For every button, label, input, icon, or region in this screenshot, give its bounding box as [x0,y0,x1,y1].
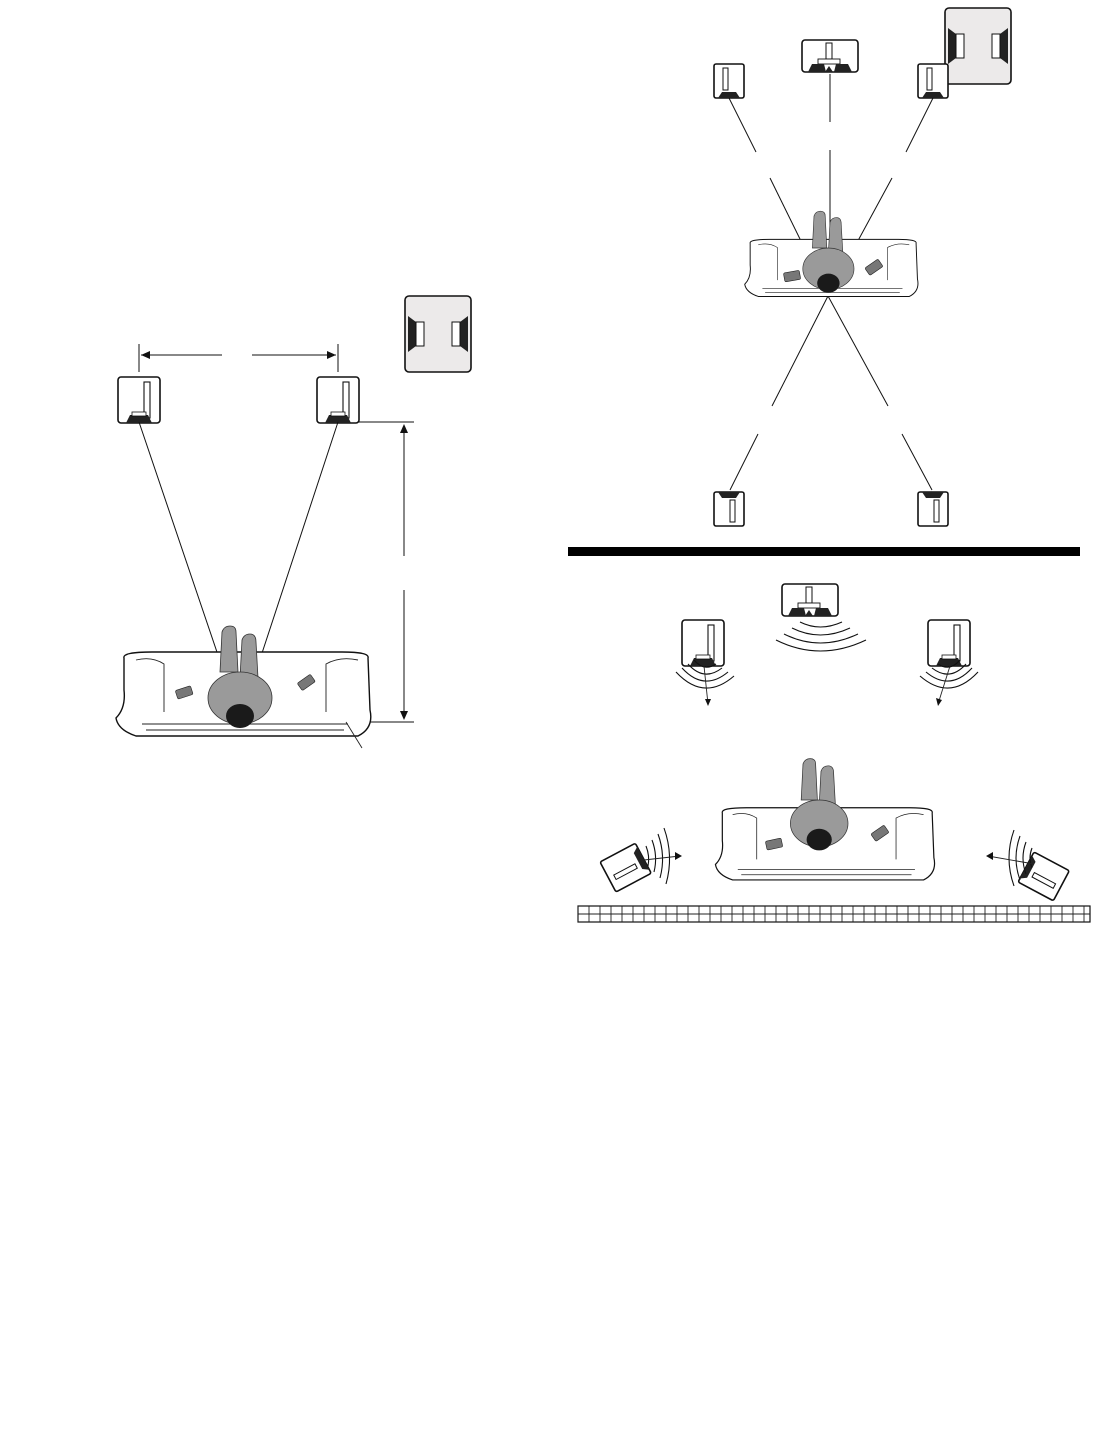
speaker-aiming-figure [578,584,1090,922]
right-surround-speaker-icon [918,492,948,526]
surround-placement-figure [714,8,1011,526]
left-front-speaker-icon [714,64,744,98]
right-surround-speaker-icon [1018,852,1069,901]
section-divider [568,547,1080,556]
stereo-placement-figure [116,296,471,748]
sound-wave-icon [920,660,978,706]
subwoofer-icon [405,296,471,372]
rear-wall [578,906,1090,922]
center-speaker-icon [782,584,838,616]
left-front-speaker-icon [682,620,724,666]
listener-on-sofa [715,759,934,880]
right-front-speaker-icon [928,620,970,666]
subwoofer-icon [945,8,1011,84]
left-surround-speaker-icon [600,843,651,892]
sound-wave-icon [776,622,866,651]
center-speaker-icon [802,40,858,72]
listener-on-sofa [116,626,371,748]
left-front-speaker-icon [118,377,160,423]
speaker-spacing-arrow [139,344,338,372]
sound-wave-icon [644,828,682,884]
sound-wave-icon [676,660,734,706]
listener-icon [790,759,848,851]
right-front-speaker-icon [918,64,948,98]
left-surround-speaker-icon [714,492,744,526]
right-front-speaker-icon [317,377,359,423]
listener-on-sofa [745,211,918,296]
